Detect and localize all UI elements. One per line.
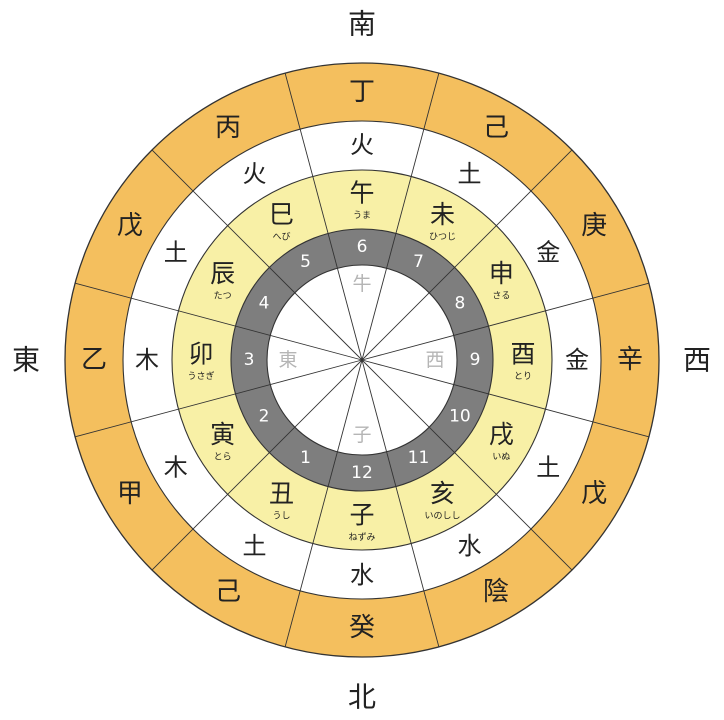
spokes-layer [75, 73, 649, 647]
number-label: 8 [454, 294, 465, 314]
spoke-line [284, 359, 363, 647]
zodiac-reading: いぬ [492, 452, 510, 463]
spoke-line [361, 149, 573, 361]
zodiac-label: 戌 [489, 420, 514, 449]
center-label-left: 東 [278, 349, 297, 371]
zodiac-label: 子 [349, 501, 374, 530]
outer-ring-label: 辛 [617, 345, 643, 375]
zodiac-label: 巳 [269, 200, 294, 229]
zodiac-reading: うし [272, 510, 290, 521]
outer-ring-label: 己 [215, 577, 241, 607]
element-ring-label: 土 [243, 532, 267, 560]
number-label: 12 [351, 463, 373, 483]
zodiac-reading: うま [353, 210, 371, 221]
labels-layer: 丁火午うま6己土未ひつじ7庚金申さる8辛金酉とり9戊土戌いぬ10陰水亥いのしし1… [81, 77, 643, 643]
zodiac-label: 未 [430, 200, 455, 229]
spoke-line [75, 359, 363, 438]
number-label: 5 [300, 252, 311, 272]
zodiac-label: 卯 [188, 340, 213, 369]
center-label-right: 西 [425, 349, 444, 371]
spoke-line [361, 359, 573, 571]
zodiac-reading: たつ [214, 291, 232, 302]
element-ring-label: 金 [536, 239, 560, 267]
zodiac-reading: ひつじ [429, 232, 456, 243]
outer-ring-label: 戊 [581, 479, 607, 509]
element-ring-label: 土 [458, 160, 482, 188]
zodiac-reading: さる [492, 291, 510, 302]
number-label: 3 [244, 350, 255, 370]
number-label: 2 [259, 407, 270, 427]
zodiac-label: 辰 [210, 259, 235, 288]
outer-ring-label: 戊 [117, 211, 143, 241]
center-label-bottom: 子 [352, 424, 371, 446]
direction-east: 東 [12, 344, 40, 377]
element-ring-label: 火 [350, 131, 374, 159]
element-ring-label: 木 [164, 454, 188, 482]
outer-ring-label: 己 [483, 113, 509, 143]
zodiac-label: 午 [349, 179, 374, 208]
spoke-line [75, 282, 363, 361]
spoke-line [151, 149, 363, 361]
zodiac-label: 酉 [510, 340, 535, 369]
spoke-line [361, 73, 440, 361]
number-label: 7 [413, 252, 424, 272]
element-ring-label: 金 [565, 346, 589, 374]
number-label: 9 [470, 350, 481, 370]
number-label: 6 [357, 237, 368, 257]
element-ring-label: 水 [350, 561, 374, 589]
zodiac-reading: ねずみ [348, 532, 375, 543]
spoke-line [361, 282, 649, 361]
zodiac-label: 寅 [210, 420, 235, 449]
outer-ring-label: 丙 [215, 113, 241, 143]
center-label-top: 牛 [352, 273, 371, 295]
outer-ring-label: 庚 [581, 211, 607, 241]
outer-ring-label: 癸 [349, 613, 375, 643]
zodiac-reading: へび [272, 232, 290, 243]
number-label: 1 [300, 448, 311, 468]
direction-south: 南 [348, 8, 376, 41]
spoke-line [361, 359, 440, 647]
spoke-line [151, 359, 363, 571]
zodiac-reading: とら [214, 452, 232, 463]
zodiac-reading: とり [514, 371, 532, 382]
spoke-line [284, 73, 363, 361]
number-label: 4 [259, 294, 270, 314]
outer-ring-label: 甲 [117, 479, 143, 509]
element-ring-label: 火 [243, 160, 267, 188]
element-ring-label: 土 [536, 454, 560, 482]
element-ring-label: 木 [135, 346, 159, 374]
number-label: 11 [408, 448, 430, 468]
zodiac-reading: いのしし [424, 510, 460, 521]
number-label: 10 [449, 407, 471, 427]
element-ring-label: 水 [458, 532, 482, 560]
direction-north: 北 [348, 681, 376, 714]
element-ring-label: 土 [164, 239, 188, 267]
outer-ring-label: 陰 [483, 577, 509, 607]
zodiac-label: 亥 [430, 479, 455, 508]
outer-ring-label: 丁 [349, 77, 375, 107]
zodiac-reading: うさぎ [187, 370, 214, 382]
direction-west: 西 [683, 344, 711, 377]
outer-ring-label: 乙 [81, 345, 107, 375]
zodiac-label: 申 [489, 259, 514, 288]
spoke-line [361, 359, 649, 438]
zodiac-label: 丑 [269, 479, 294, 508]
